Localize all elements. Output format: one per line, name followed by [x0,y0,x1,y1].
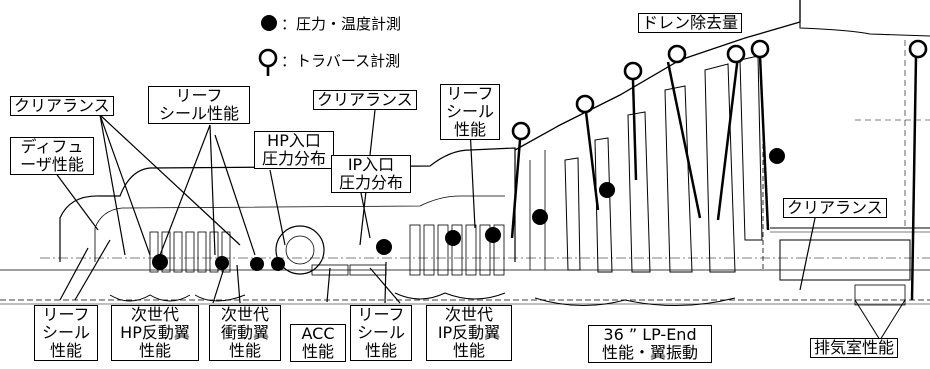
open-probe-icon [258,48,278,76]
legend-traverse: ：トラバース計測 [281,52,401,70]
filled-dot-icon [261,15,277,31]
label-exhaust-perf: 排気室性能 [810,338,899,358]
label-drain-removal: ドレン除去量 [638,13,743,33]
label-diffuser-perf: ディフューザ性能 [10,137,94,175]
label-leaf-seal-perf-mid: リーフシール性能 [440,84,500,140]
label-clearance-2: クリアランス [313,90,417,110]
label-clearance-1: クリアランス [10,96,114,116]
label-leaf-seal-perf-top: リーフシール性能 [148,86,250,124]
label-hp-inlet: HP入口圧力分布 [254,131,334,169]
label-next-gen-impulse: 次世代衝動翼性能 [209,305,281,361]
legend-pressure-temp: ：圧力・温度計測 [281,15,402,33]
label-clearance-3: クリアランス [783,198,887,218]
label-leaf-seal-bottom-2: リーフシール性能 [350,305,412,361]
label-ip-inlet: IP入口圧力分布 [331,155,411,193]
label-leaf-seal-bottom-1: リーフシール性能 [34,305,98,361]
